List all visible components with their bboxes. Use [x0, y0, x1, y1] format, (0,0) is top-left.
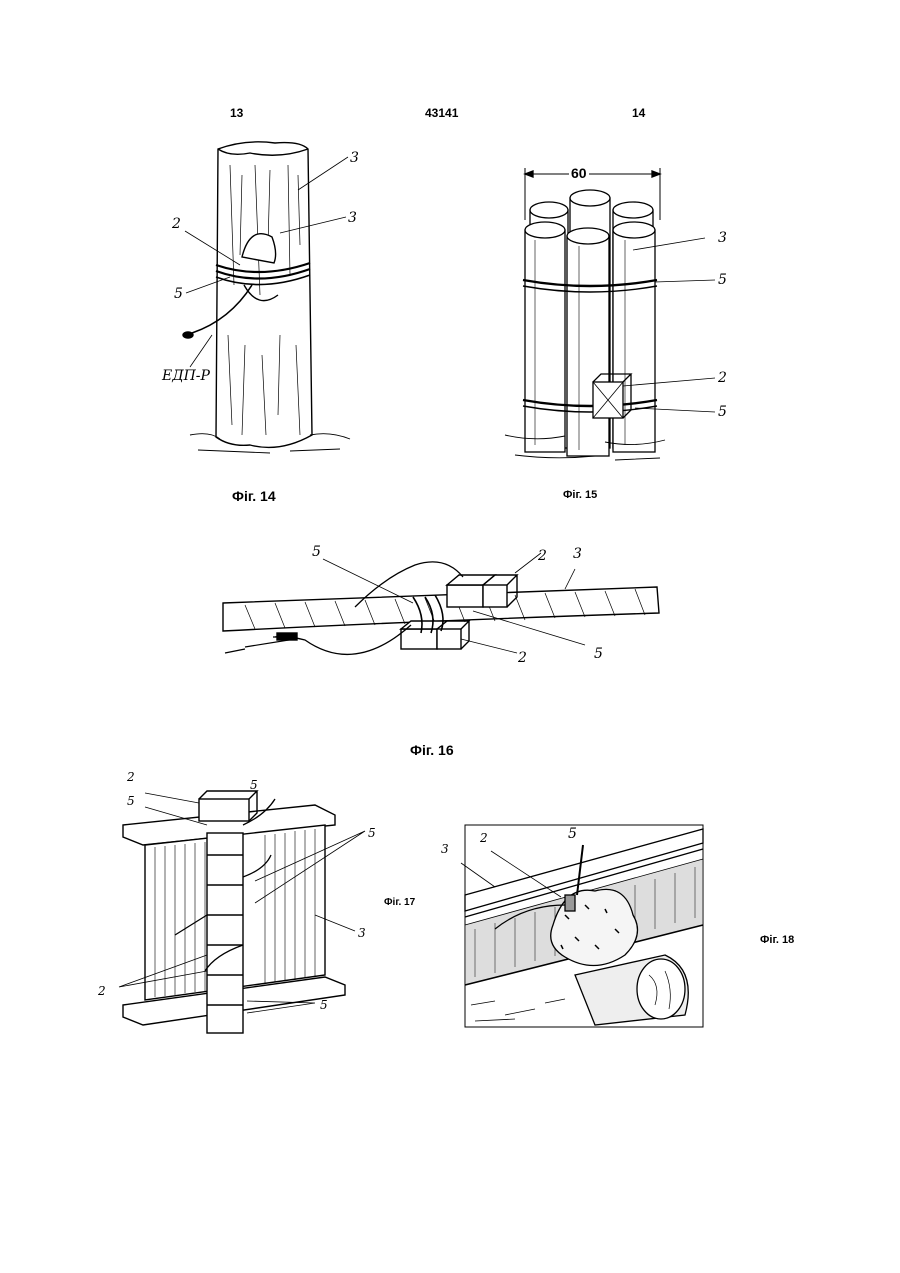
fig15-label-5-top: 5 — [718, 272, 727, 288]
fig16-label-3: 3 — [573, 546, 582, 562]
fig17-label-5-right: 5 — [368, 826, 376, 840]
patent-number: 43141 — [425, 106, 458, 120]
page-number-right: 14 — [632, 106, 645, 120]
fig14-label-edp: ЕДП-Р — [162, 368, 210, 384]
page-number-left: 13 — [230, 106, 243, 120]
fig16-label-2-bottom: 2 — [518, 650, 527, 666]
figure-15-caption: Фіг. 15 — [563, 489, 597, 501]
fig14-label-3-top: 3 — [350, 150, 359, 166]
fig15-label-5-bottom: 5 — [718, 404, 727, 420]
figure-14-caption: Фіг. 14 — [232, 488, 276, 504]
figure-14-drawing — [150, 135, 370, 465]
fig17-label-5-bottom: 5 — [320, 998, 328, 1012]
figure-18-caption: Фіг. 18 — [760, 934, 794, 946]
fig18-label-5: 5 — [568, 826, 577, 842]
fig18-label-3: 3 — [441, 842, 449, 856]
fig15-label-2: 2 — [718, 370, 727, 386]
fig17-label-3: 3 — [358, 926, 366, 940]
fig17-label-2-top: 2 — [127, 770, 135, 784]
figure-18-drawing — [465, 825, 705, 1030]
figure-15-drawing — [495, 160, 675, 465]
fig17-label-5-top: 5 — [250, 778, 258, 792]
fig17-label-5-left: 5 — [127, 794, 135, 808]
fig18-label-2: 2 — [480, 831, 488, 845]
figure-16-drawing — [215, 545, 675, 685]
fig16-label-5-left: 5 — [312, 544, 321, 560]
fig15-dimension-label: 60 — [569, 165, 589, 181]
fig16-label-5-right: 5 — [594, 646, 603, 662]
figure-17-drawing — [115, 785, 375, 1040]
fig14-label-2: 2 — [172, 216, 181, 232]
fig16-label-2-top: 2 — [538, 548, 547, 564]
figure-17-caption: Фіг. 17 — [384, 897, 415, 908]
figure-16-caption: Фіг. 16 — [410, 742, 454, 758]
fig14-label-5: 5 — [174, 286, 183, 302]
fig15-label-3: 3 — [718, 230, 727, 246]
fig17-label-2-bottom: 2 — [98, 984, 106, 998]
fig14-label-3-charge: 3 — [348, 210, 357, 226]
